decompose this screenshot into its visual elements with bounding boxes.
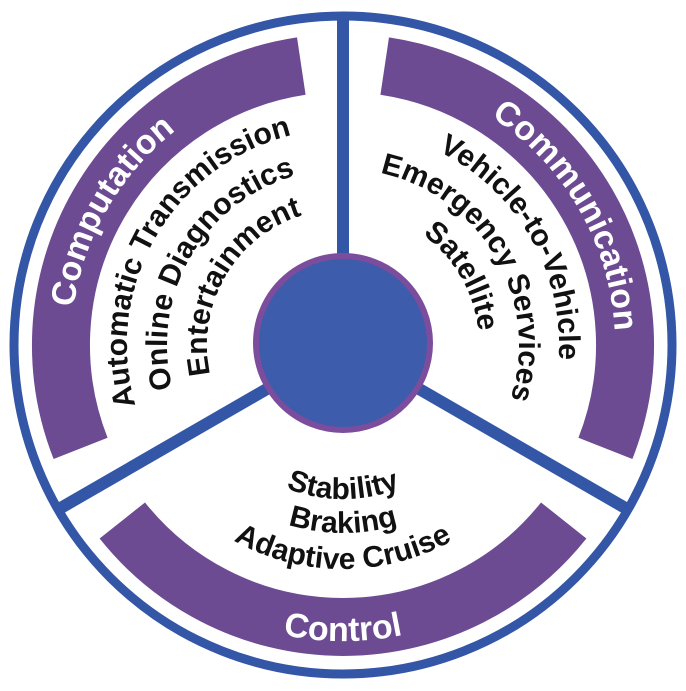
control-item-1: Stability <box>284 464 403 507</box>
communication-band <box>380 37 655 460</box>
control-band <box>99 502 587 656</box>
control-label: Control <box>282 606 405 650</box>
control-label-text: Control <box>282 606 405 650</box>
hub-circle <box>253 253 433 433</box>
outer-ring <box>9 11 677 679</box>
computation-band <box>31 37 306 460</box>
